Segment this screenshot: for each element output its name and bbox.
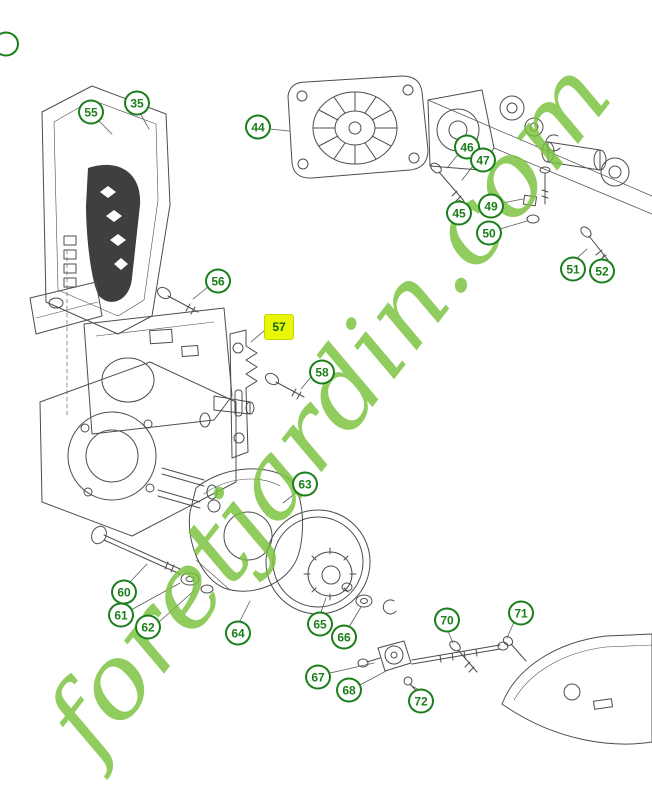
clutch-cover-drawing xyxy=(189,469,302,591)
part-callout-35[interactable]: 35 xyxy=(124,90,150,116)
tensioner-drawing xyxy=(358,635,526,695)
part-callout-44[interactable]: 44 xyxy=(245,114,271,140)
part-callout-70[interactable]: 70 xyxy=(434,607,460,633)
part-callout-46[interactable]: 46 xyxy=(454,134,480,160)
part-callout-61[interactable]: 61 xyxy=(108,602,134,628)
part-callout-57[interactable]: 57 xyxy=(264,314,294,340)
part-callout-47[interactable]: 47 xyxy=(470,147,496,173)
part-callout-67[interactable]: 67 xyxy=(305,664,331,690)
part-callout-71[interactable]: 71 xyxy=(508,600,534,626)
part-callout-49[interactable]: 49 xyxy=(478,193,504,219)
part-callout-cropped[interactable] xyxy=(0,31,19,57)
side-cover-drawing xyxy=(502,634,652,744)
part-callout-52[interactable]: 52 xyxy=(589,258,615,284)
part-callout-65[interactable]: 65 xyxy=(307,611,333,637)
leader-lines xyxy=(99,113,604,690)
mount-screws-drawing xyxy=(155,285,304,399)
starter-housing-drawing xyxy=(288,76,428,178)
part-callout-62[interactable]: 62 xyxy=(135,614,161,640)
part-callout-50[interactable]: 50 xyxy=(476,220,502,246)
part-callout-45[interactable]: 45 xyxy=(446,200,472,226)
part-callout-51[interactable]: 51 xyxy=(560,256,586,282)
part-callout-63[interactable]: 63 xyxy=(292,471,318,497)
part-callout-64[interactable]: 64 xyxy=(225,620,251,646)
part-callout-56[interactable]: 56 xyxy=(205,268,231,294)
bumper-spike-drawing xyxy=(230,330,257,458)
part-callout-68[interactable]: 68 xyxy=(336,677,362,703)
part-callout-55[interactable]: 55 xyxy=(78,99,104,125)
bar-bolt-drawing xyxy=(89,524,213,593)
part-callout-72[interactable]: 72 xyxy=(408,688,434,714)
handle-assembly-drawing xyxy=(30,86,170,416)
crankshaft-parts-drawing xyxy=(429,96,629,260)
part-callout-66[interactable]: 66 xyxy=(331,624,357,650)
part-callout-60[interactable]: 60 xyxy=(111,579,137,605)
part-callout-58[interactable]: 58 xyxy=(309,359,335,385)
